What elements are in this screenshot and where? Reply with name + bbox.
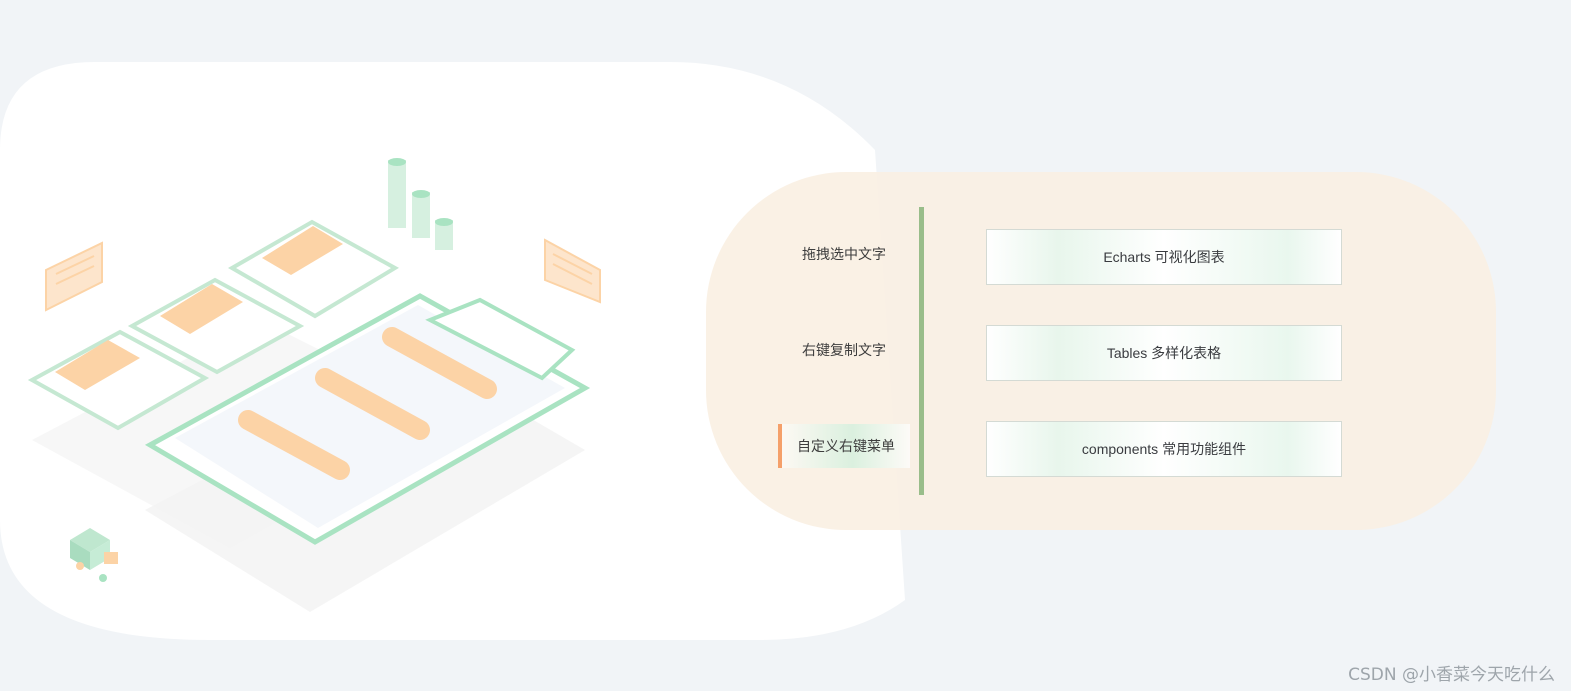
menu-divider-bar	[919, 207, 924, 495]
card-tables[interactable]: Tables 多样化表格	[986, 325, 1342, 381]
card-echarts[interactable]: Echarts 可视化图表	[986, 229, 1342, 285]
menu-item-drag-select-text[interactable]: 拖拽选中文字	[802, 246, 886, 262]
menu-item-custom-context-menu[interactable]: 自定义右键菜单	[778, 424, 910, 468]
watermark-text: CSDN @小香菜今天吃什么	[1348, 665, 1555, 685]
card-components[interactable]: components 常用功能组件	[986, 421, 1342, 477]
isometric-dashboard-illustration	[27, 158, 601, 612]
menu-item-right-click-copy-text[interactable]: 右键复制文字	[802, 342, 886, 358]
